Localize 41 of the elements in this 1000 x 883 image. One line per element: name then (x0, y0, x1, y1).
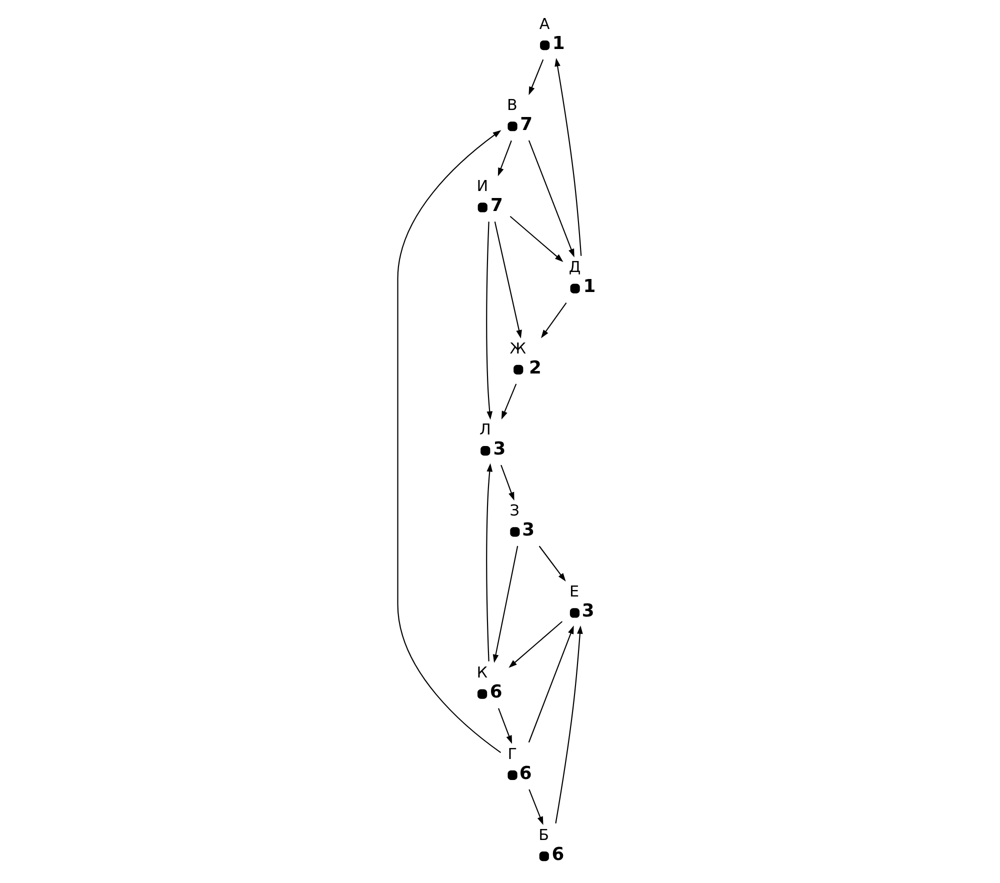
node-label: Л (479, 420, 490, 438)
node-label: 6 (551, 844, 564, 865)
node-label: 2 (528, 357, 541, 378)
node-label: 1 (582, 276, 596, 298)
arrow (528, 789, 543, 826)
node-label: Г (507, 744, 516, 763)
arrow (509, 216, 563, 262)
node-label: 1 (552, 32, 564, 54)
arrow (486, 463, 492, 662)
node-label: 3 (581, 600, 594, 622)
node-label: Б (538, 826, 549, 844)
node-label: 3 (522, 520, 534, 541)
node-label: З (509, 501, 519, 520)
node-label: 3 (492, 438, 506, 460)
node-label: И (476, 177, 488, 196)
arrow (508, 621, 562, 668)
arrow (497, 140, 512, 176)
arrow (492, 546, 518, 663)
arrow (540, 302, 566, 338)
arrow (500, 384, 516, 420)
node-label: Ж (509, 339, 526, 358)
node-label: 7 (490, 195, 502, 216)
arrow (538, 546, 566, 582)
arrow (554, 58, 582, 256)
node-label: 6 (518, 762, 532, 784)
node-label: Е (569, 582, 579, 601)
arrow (528, 626, 574, 743)
arrow (500, 464, 514, 501)
node-label: В (506, 96, 517, 114)
arrow (494, 221, 522, 338)
arrow (498, 708, 512, 744)
arrow (396, 130, 501, 753)
node-label: К (476, 664, 488, 682)
arrow (528, 59, 544, 96)
arrow (486, 222, 492, 420)
arrow (554, 625, 582, 824)
node-label: 7 (520, 114, 532, 136)
arrow (528, 140, 574, 258)
node-label: Д (568, 258, 580, 276)
node-label: А (538, 14, 550, 33)
node-label: 6 (489, 682, 502, 703)
